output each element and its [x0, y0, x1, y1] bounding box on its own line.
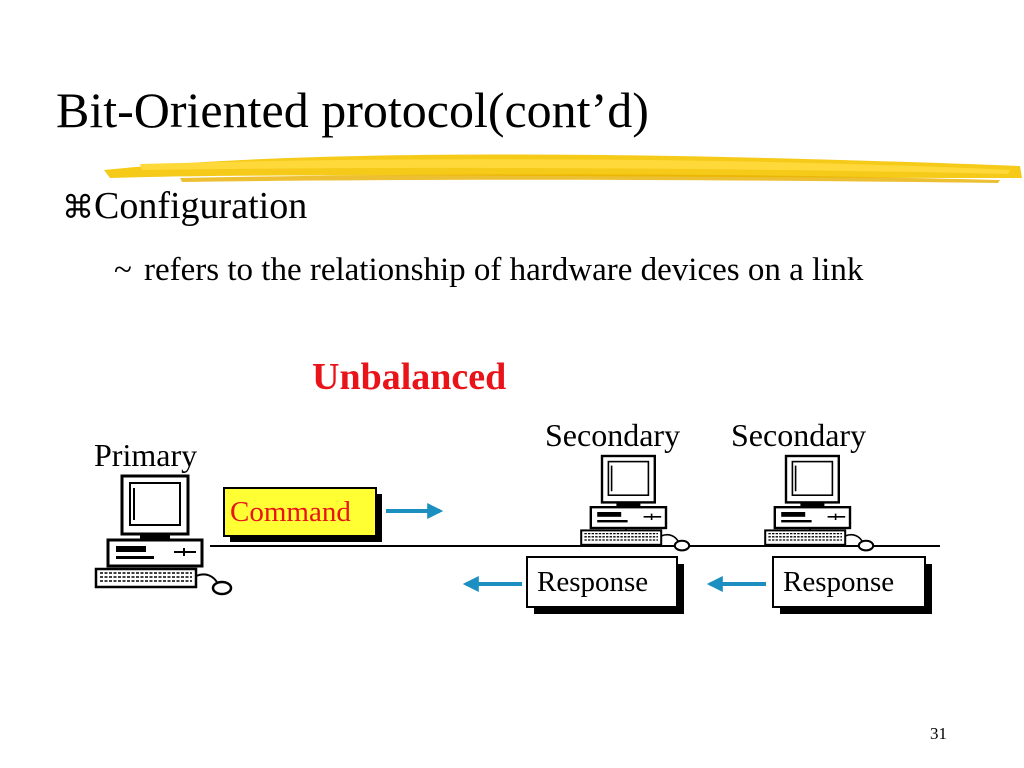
slide-title: Bit-Oriented protocol(cont’d) [56, 82, 649, 138]
tilde-bullet-icon: ~ [114, 252, 132, 288]
secondary-computer-icon [764, 454, 875, 552]
primary-computer-icon [94, 474, 233, 596]
response-label-2: Response [783, 566, 894, 598]
diagram-heading: Unbalanced [312, 356, 507, 398]
response-frame-2: Response [772, 556, 932, 614]
page-number: 31 [930, 724, 947, 743]
bullet-configuration-text: Configuration [94, 185, 308, 227]
secondary-label-1: Secondary [545, 417, 680, 453]
bullet-configuration: ⌘Configuration [62, 184, 307, 229]
command-frame: Command [223, 487, 382, 542]
primary-label: Primary [94, 437, 197, 473]
secondary-label-2: Secondary [731, 417, 866, 453]
response-frame-1: Response [526, 556, 684, 614]
command-key-bullet-icon: ⌘ [62, 188, 94, 226]
response-label-1: Response [537, 566, 648, 598]
secondary-computer-icon [580, 454, 691, 552]
sub-bullet-definition-text: refers to the relationship of hardware d… [144, 252, 864, 288]
command-label: Command [230, 496, 351, 528]
sub-bullet-definition: ~ refers to the relationship of hardware… [114, 248, 954, 292]
